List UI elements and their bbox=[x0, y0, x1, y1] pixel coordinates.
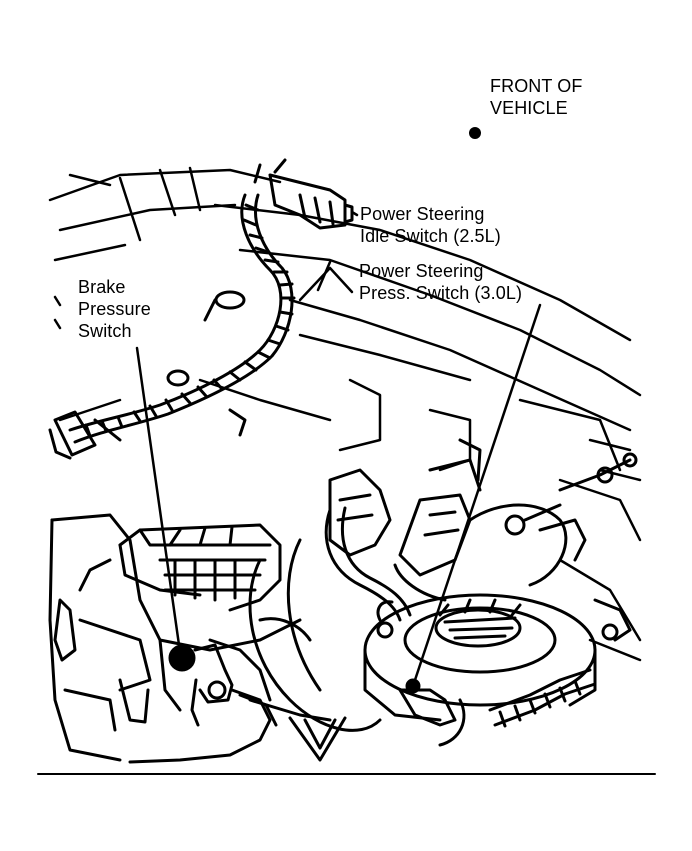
brake-reservoir bbox=[118, 523, 282, 612]
ps-idle-line-1: Power Steering bbox=[360, 204, 485, 224]
power-steering-press-switch-label: Power Steering Press. Switch (3.0L) bbox=[359, 260, 522, 304]
front-of-vehicle-label: FRONT OF VEHICLE bbox=[490, 75, 582, 119]
power-steering-idle-switch-label: Power Steering Idle Switch (2.5L) bbox=[360, 203, 501, 247]
wiring-harness bbox=[48, 158, 354, 460]
front-of-vehicle-line-2: VEHICLE bbox=[490, 98, 568, 118]
bottom-outline bbox=[288, 716, 347, 762]
brake-pressure-switch-assembly bbox=[128, 643, 278, 764]
central-drum bbox=[208, 538, 382, 732]
right-hoses bbox=[324, 452, 638, 728]
front-of-vehicle-dot bbox=[469, 127, 481, 139]
brake-line-2: Pressure bbox=[78, 299, 151, 319]
power-steering-pump bbox=[363, 593, 597, 747]
brake-booster-housing bbox=[48, 513, 302, 762]
front-of-vehicle-line-1: FRONT OF bbox=[490, 76, 583, 96]
brake-line-1: Brake bbox=[78, 277, 126, 297]
brake-pressure-switch-label: Brake Pressure Switch bbox=[78, 276, 151, 342]
ps-idle-line-2: Idle Switch (2.5L) bbox=[360, 226, 501, 246]
ps-press-line-2: Press. Switch (3.0L) bbox=[359, 283, 523, 303]
leader-lines bbox=[135, 210, 542, 688]
ps-press-line-1: Power Steering bbox=[359, 261, 484, 281]
brake-label-ticks bbox=[53, 295, 62, 330]
brake-line-3: Switch bbox=[78, 321, 132, 341]
